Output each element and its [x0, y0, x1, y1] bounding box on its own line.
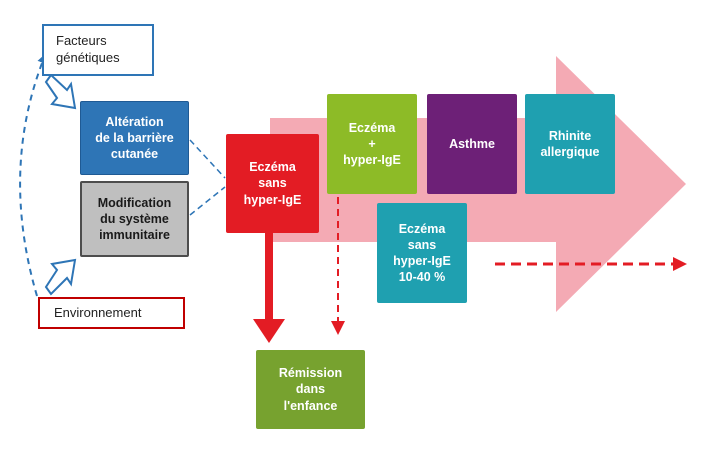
dashed-connector-alteration	[189, 139, 226, 179]
node-alteration-barriere: Altération de la barrière cutanée	[80, 101, 189, 175]
node-asthme: Asthme	[427, 94, 517, 194]
dashed-arc-genetics-environment	[19, 53, 47, 297]
node-eczema-plus-ige: Eczéma + hyper-IgE	[327, 94, 417, 194]
node-modification-immunitaire: Modification du système immunitaire	[80, 181, 189, 257]
node-eczema-sans-ige: Eczéma sans hyper-IgE	[226, 134, 319, 233]
node-eczema-sans-ige-pct: Eczéma sans hyper-IgE 10-40 %	[377, 203, 467, 303]
dashed-connector-modification	[189, 186, 226, 216]
node-rhinite-allergique: Rhinite allergique	[525, 94, 615, 194]
solid-arrow-shaft	[265, 233, 273, 321]
solid-arrow-head	[253, 319, 285, 343]
hollow-arrow-genetics	[44, 73, 77, 110]
node-environnement: Environnement	[38, 297, 185, 329]
hollow-arrow-environment	[44, 258, 77, 296]
node-facteurs-genetiques: Facteurs génétiques	[42, 24, 154, 76]
node-remission: Rémission dans l'enfance	[256, 350, 365, 429]
